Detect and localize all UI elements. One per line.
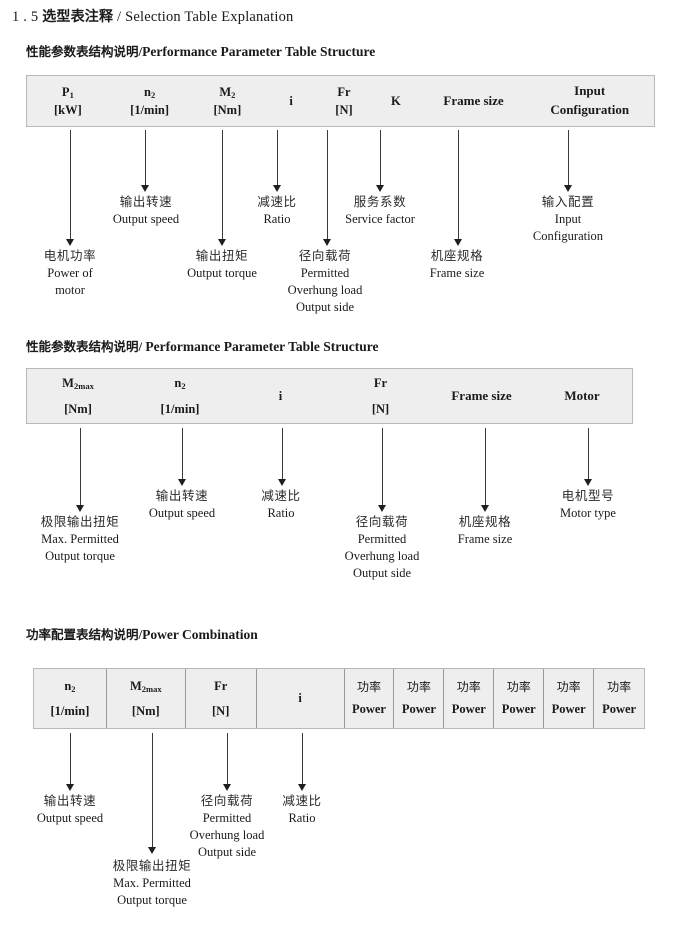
section-heading-3-cn: 功率配置表结构说明 [26, 627, 139, 642]
caption-frame-size-2: 机座规格 Frame size [457, 514, 513, 546]
section-number: 1 . 5 [12, 9, 39, 25]
arrow-input-configuration [564, 130, 573, 192]
table1-col-k: K [390, 93, 401, 108]
caption-overhung-load: 径向载荷 Permitted Overhung load Output side [287, 248, 363, 314]
arrow-ratio-2 [278, 428, 287, 486]
arrow-output-speed [141, 130, 150, 192]
performance-parameter-table-2: M2max [Nm] n2 [1/min] i Fr [N] Frame siz… [26, 368, 633, 424]
caption-max-output-torque-3: 极限输出扭矩 Max. Permitted Output torque [112, 858, 192, 907]
section-heading-3-en: Power Combination [142, 627, 258, 642]
table1-col-n2: n2 [1/min] [130, 84, 170, 118]
power-combination-table: n2 [1/min] M2max [Nm] Fr [N] i 功率 Power … [33, 668, 645, 729]
table3-col-m2max: M2max [Nm] [107, 669, 186, 728]
arrow-max-output-torque-3 [148, 733, 157, 854]
caption-ratio-2: 减速比 Ratio [261, 488, 301, 520]
caption-input-configuration: 输入配置 Input Configuration [532, 194, 604, 243]
arrow-motor-type [584, 428, 593, 486]
table1-col-input-configuration: Input Configuration [550, 83, 630, 117]
section-heading-2-sep: / [138, 339, 143, 354]
section-heading-1-en: Performance Parameter Table Structure [142, 44, 376, 59]
table3-col-fr: Fr [N] [186, 669, 257, 728]
table1-col-p1: P1 [kW] [53, 84, 82, 118]
page-title: 1 . 5 选型表注释 / Selection Table Explanatio… [12, 6, 294, 26]
section-heading-2: 性能参数表结构说明/ Performance Parameter Table S… [26, 336, 378, 355]
table3-col-power-6: 功率 Power [602, 679, 637, 717]
caption-output-speed: 输出转速 Output speed [112, 194, 180, 226]
table3-col-power-5: 功率 Power [544, 669, 595, 728]
table2-col-motor: Motor [564, 387, 600, 403]
caption-output-torque: 输出扭矩 Output torque [187, 248, 257, 280]
section-heading-2-cn: 性能参数表结构说明 [26, 339, 139, 354]
table1-col-i: i [289, 93, 293, 108]
arrow-service-factor [376, 130, 385, 192]
arrow-overhung-load [323, 130, 332, 246]
arrow-ratio [273, 130, 282, 192]
section-heading-1: 性能参数表结构说明/Performance Parameter Table St… [26, 41, 375, 60]
page-title-separator: / [117, 9, 122, 25]
arrow-max-output-torque [76, 428, 85, 512]
caption-frame-size: 机座规格 Frame size [429, 248, 485, 280]
arrow-output-torque [218, 130, 227, 246]
caption-overhung-load-3: 径向载荷 Permitted Overhung load Output side [189, 793, 265, 859]
table3-col-n2: n2 [1/min] [34, 669, 107, 728]
caption-overhung-load-2: 径向载荷 Permitted Overhung load Output side [344, 514, 420, 580]
page-title-cn: 选型表注释 [42, 9, 114, 25]
table2-col-fr: Fr [N] [371, 375, 390, 416]
table2-col-n2: n2 [1/min] [160, 375, 200, 417]
section-heading-1-cn: 性能参数表结构说明 [26, 44, 139, 59]
table3-col-i: i [257, 669, 345, 728]
caption-output-speed-3: 输出转速 Output speed [36, 793, 104, 825]
table1-col-frame-size: Frame size [443, 92, 504, 108]
arrow-power-of-motor [66, 130, 75, 246]
table1-col-m2: M2 [Nm] [213, 84, 242, 118]
table2-col-m2max: M2max [Nm] [62, 375, 94, 417]
section-heading-3: 功率配置表结构说明/Power Combination [26, 624, 258, 643]
table2-col-i: i [278, 388, 283, 403]
caption-max-output-torque: 极限输出扭矩 Max. Permitted Output torque [40, 514, 120, 563]
arrow-output-speed-2 [178, 428, 187, 486]
table3-col-power-1: 功率 Power [345, 669, 395, 728]
caption-output-speed-2: 输出转速 Output speed [148, 488, 216, 520]
performance-parameter-table-1: P1 [kW] n2 [1/min] M2 [Nm] i Fr [N] K [26, 75, 655, 127]
arrow-frame-size [454, 130, 463, 246]
arrow-output-speed-3 [66, 733, 75, 791]
arrow-overhung-load-2 [378, 428, 387, 512]
caption-ratio-3: 减速比 Ratio [282, 793, 322, 825]
table3-col-power-4: 功率 Power [494, 669, 545, 728]
table2-col-frame-size: Frame size [451, 387, 512, 403]
section-heading-3-sep: / [138, 627, 143, 642]
table1-col-fr: Fr [N] [335, 84, 353, 117]
caption-power-of-motor: 电机功率 Power of motor [43, 248, 97, 297]
arrow-frame-size-2 [481, 428, 490, 512]
caption-motor-type: 电机型号 Motor type [560, 488, 616, 520]
section-heading-1-sep: / [138, 44, 143, 59]
arrow-overhung-load-3 [223, 733, 232, 791]
arrow-ratio-3 [298, 733, 307, 791]
section-heading-2-en: Performance Parameter Table Structure [145, 339, 379, 354]
caption-ratio: 减速比 Ratio [257, 194, 297, 226]
page-title-en: Selection Table Explanation [125, 9, 294, 25]
table3-col-power-3: 功率 Power [444, 669, 495, 728]
table3-col-power-2: 功率 Power [394, 669, 445, 728]
caption-service-factor: 服务系数 Service factor [345, 194, 415, 226]
